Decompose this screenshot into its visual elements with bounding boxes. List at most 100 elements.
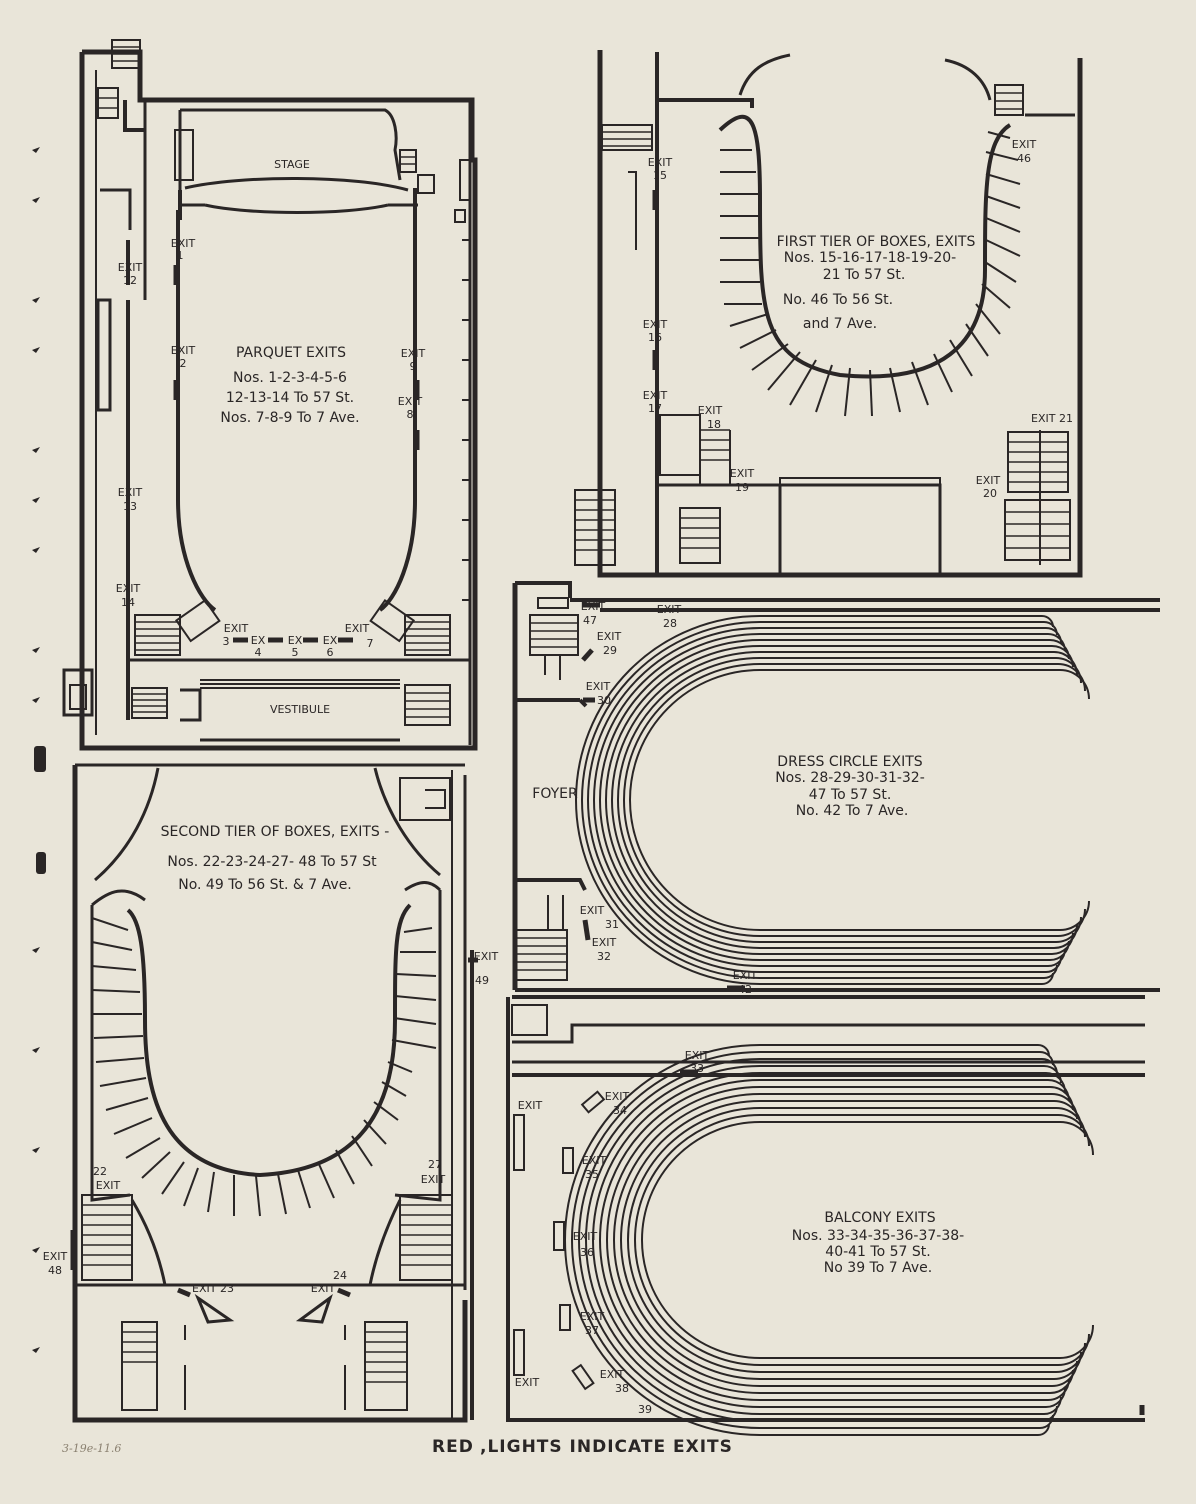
dress-circle-caption-3: 47 To 57 St.: [809, 787, 892, 803]
box-rows: [720, 131, 1021, 417]
exit-3-number: 3: [223, 635, 230, 648]
exit-30-number: 30: [597, 694, 611, 707]
dress-circle-caption-2: Nos. 28-29-30-31-32-: [775, 770, 925, 786]
exit-7-number: 7: [367, 637, 374, 650]
first-tier-caption-5: and 7 Ave.: [803, 316, 877, 332]
exit-12-label: EXIT: [118, 261, 143, 274]
seating-tier-end: [1047, 1079, 1070, 1102]
exit-19-label: EXIT: [730, 467, 755, 480]
exit-40-label: EXIT: [518, 1099, 543, 1112]
exit-35-number: 35: [585, 1168, 599, 1181]
second-tier-caption-2: Nos. 22-23-24-27- 48 To 57 St: [167, 854, 377, 870]
exit-6-label: EX: [323, 634, 338, 647]
exit-9-label: EXIT: [401, 347, 426, 360]
seating-tier-line: [580, 621, 1044, 979]
seating-tier-line: [598, 639, 1050, 961]
parquet-text: STAGE VESTIBULE PARQUET EXITS Nos. 1-2-3…: [116, 158, 426, 716]
seating-tier-line: [577, 1058, 1042, 1422]
seating-tier-end: [1059, 1324, 1094, 1359]
seating-tier-line: [610, 651, 1054, 949]
exit-48-number: 48: [48, 1264, 62, 1277]
exit-41-label: EXIT: [515, 1376, 540, 1389]
exit-30-label: EXIT: [586, 680, 611, 693]
exit-24-number: 24: [333, 1269, 347, 1282]
seating-tier-end: [1051, 1093, 1078, 1120]
exit-49-number: 49: [475, 974, 489, 987]
exit-31-label: EXIT: [580, 904, 605, 917]
exit-4-label: EX: [251, 634, 266, 647]
first-tier-plan: [574, 50, 1083, 578]
exit-9-number: 9: [410, 360, 417, 373]
balcony-caption-2: Nos. 33-34-35-36-37-38-: [792, 1228, 964, 1244]
exit-1-number: 1: [177, 249, 184, 262]
exit-13-number: 13: [123, 500, 137, 513]
exit-48-label: EXIT: [43, 1250, 68, 1263]
exit-36-number: 36: [580, 1246, 594, 1259]
parquet-caption-1: PARQUET EXITS: [236, 345, 346, 361]
exit-35-label: EXIT: [582, 1154, 607, 1167]
footer: RED ,LIGHTS INDICATE EXITS 3-19e-11.6: [62, 1437, 733, 1457]
exit-15-label: EXIT: [648, 156, 673, 169]
dress-circle-caption-1: DRESS CIRCLE EXITS: [777, 754, 923, 770]
dress-circle-tiers: [574, 615, 1090, 985]
seating-tier-line: [586, 627, 1046, 973]
seating-tier-line: [604, 645, 1052, 955]
seating-tier-end: [1037, 1044, 1050, 1057]
seating-tier-end: [1049, 1086, 1074, 1111]
parquet-caption-3: 12-13-14 To 57 St.: [226, 390, 354, 406]
exit-31-number: 31: [605, 918, 619, 931]
exit-7-label: EXIT: [345, 622, 370, 635]
exit-2-label: EXIT: [171, 344, 196, 357]
dress-circle-text: FOYER DRESS CIRCLE EXITS Nos. 28-29-30-3…: [532, 600, 925, 996]
foyer-label: FOYER: [532, 786, 578, 802]
dress-circle-plan: [512, 581, 1160, 992]
exit-5-number: 5: [292, 646, 299, 659]
exit-28-label: EXIT: [657, 603, 682, 616]
exit-14-label: EXIT: [116, 582, 141, 595]
exit-32-number: 32: [597, 950, 611, 963]
exit-21-label: EXIT 21: [1031, 412, 1073, 425]
exit-32-label: EXIT: [592, 936, 617, 949]
exit-5-label: EX: [288, 634, 303, 647]
seating-tier-end: [1047, 1378, 1070, 1401]
exit-29-number: 29: [603, 644, 617, 657]
exit-6-number: 6: [327, 646, 334, 659]
balcony-caption-4: No 39 To 7 Ave.: [824, 1260, 932, 1276]
seating-tier-end: [1045, 1072, 1066, 1093]
seating-tier-end: [1041, 615, 1054, 628]
seating-tier-line: [574, 615, 1042, 985]
exit-2-number: 2: [180, 357, 187, 370]
exit-23-label: EXIT 23: [192, 1282, 234, 1295]
seating-tier-line: [612, 1093, 1052, 1387]
exit-29-label: EXIT: [597, 630, 622, 643]
exit-20-number: 20: [983, 487, 997, 500]
exit-4-number: 4: [255, 646, 262, 659]
seating-tier-end: [1051, 1360, 1078, 1387]
exit-1-label: EXIT: [171, 237, 196, 250]
second-tier-caption-1: SECOND TIER OF BOXES, EXITS -: [161, 824, 390, 840]
exit-20-label: EXIT: [976, 474, 1001, 487]
seating-tier-line: [619, 1100, 1054, 1380]
first-tier-caption-4: No. 46 To 56 St.: [783, 292, 893, 308]
exit-33-label: EXIT: [685, 1049, 710, 1062]
exit-16-number: 16: [648, 331, 662, 344]
exit-34-number: 34: [613, 1104, 627, 1117]
exit-13-label: EXIT: [118, 486, 143, 499]
seating-tier-line: [591, 1072, 1046, 1408]
seating-tier-end: [1041, 972, 1054, 985]
seating-tier-end: [1059, 1121, 1094, 1156]
exit-42-label: EXIT: [733, 969, 758, 982]
footer-caption: ,LIGHTS INDICATE EXITS: [480, 1437, 733, 1457]
binding-marks: [32, 147, 46, 1353]
first-tier-caption-1: FIRST TIER OF BOXES, EXITS: [777, 234, 976, 250]
exit-19-number: 19: [735, 481, 749, 494]
exit-34-label: EXIT: [605, 1090, 630, 1103]
vestibule-label: VESTIBULE: [270, 703, 330, 716]
exit-8-label: EXIT: [398, 395, 423, 408]
seating-tier-line: [570, 1051, 1040, 1429]
first-tier-text: FIRST TIER OF BOXES, EXITS Nos. 15-16-17…: [643, 138, 1073, 500]
dress-circle-caption-4: No. 42 To 7 Ave.: [796, 803, 909, 819]
exit-46-number: 46: [1017, 152, 1031, 165]
